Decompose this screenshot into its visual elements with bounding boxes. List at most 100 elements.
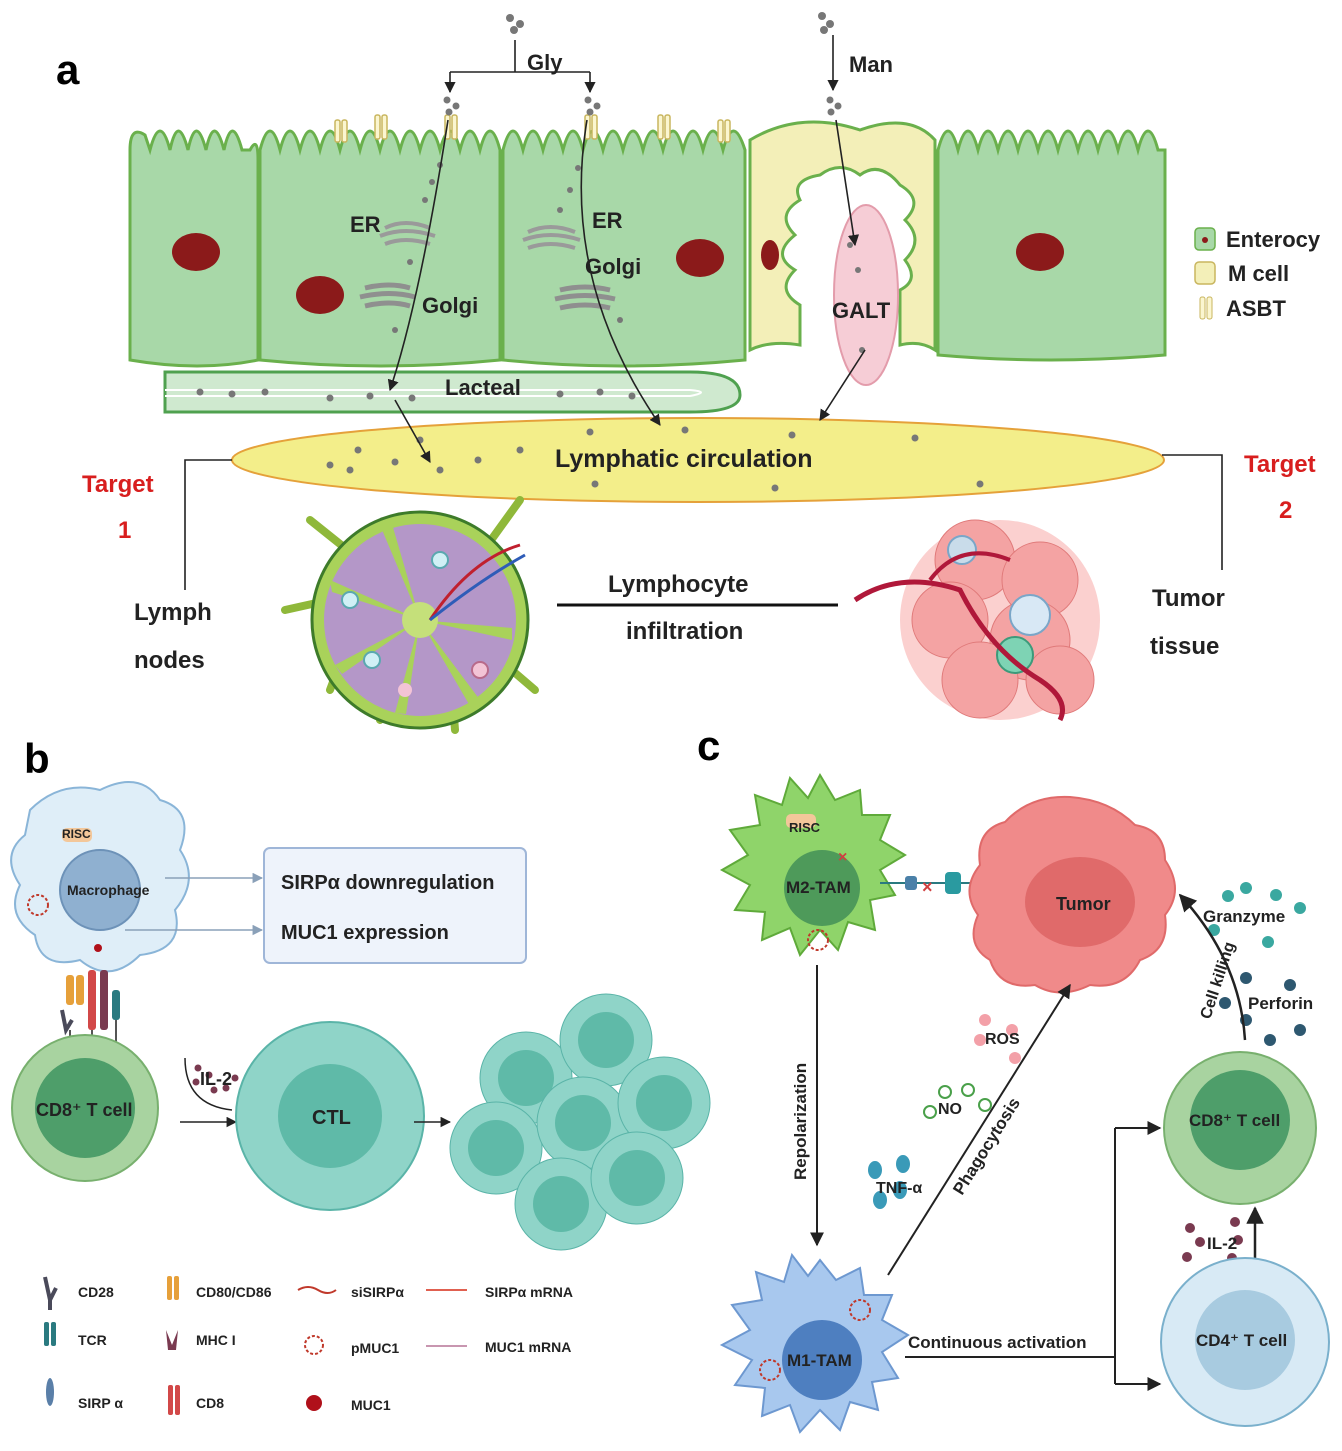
m1-tam-label: M1-TAM: [787, 1351, 852, 1370]
legend-muc1-mrna: MUC1 mRNA: [485, 1339, 571, 1355]
galt: [833, 204, 899, 386]
legend-muc1: MUC1: [351, 1397, 391, 1413]
man-label: Man: [849, 52, 893, 77]
cd4-t-cell-label: CD4⁺ T cell: [1196, 1331, 1287, 1350]
no-label: NO: [938, 1101, 962, 1118]
il2-label-c: IL-2: [1207, 1234, 1237, 1253]
ctl-label: CTL: [312, 1107, 351, 1129]
legend-m-cell: M cell: [1228, 261, 1289, 286]
risc-complex-c: [786, 814, 816, 828]
panel-c: c RISC M2-TAM × × Tumor Granzyme Pe: [697, 722, 1330, 1434]
er-label-right: ER: [592, 208, 623, 233]
cell-killing-arrow: [1178, 893, 1247, 1041]
m-cell: [748, 120, 937, 353]
ros-molecules: [974, 1014, 1021, 1064]
ctl-proliferation-cluster: [449, 993, 711, 1251]
il2-molecules-b: [192, 1064, 239, 1094]
legend-pmuc1: pMUC1: [351, 1340, 399, 1356]
target1-number: 1: [118, 517, 131, 544]
panel-a: a: [56, 12, 1321, 734]
er-right: [522, 225, 581, 250]
target1-label: Target: [82, 471, 154, 498]
nucleus-3: [676, 239, 724, 277]
svg-text:×: ×: [922, 877, 933, 897]
m2-tam-label: M2-TAM: [786, 878, 851, 897]
legend-sirpa-mrna: SIRPα mRNA: [485, 1284, 573, 1300]
macrophage-nucleus: [59, 849, 141, 931]
lymphatic-circulation-label: Lymphatic circulation: [555, 445, 812, 473]
galt-label: GALT: [832, 298, 891, 323]
risc-label-b: RISC: [62, 827, 91, 841]
panel-b-letter: b: [24, 735, 50, 782]
no-molecules: [923, 1083, 992, 1119]
cd8-t-cell-label-b: CD8⁺ T cell: [36, 1100, 133, 1120]
tnf-molecules: [868, 1155, 910, 1209]
macrophage-label: Macrophage: [67, 882, 150, 898]
phagocytosis-arrow: [887, 983, 1071, 1276]
muc1-dot-b: [94, 944, 102, 952]
nucleus-4: [1016, 233, 1064, 271]
repolarization-label: Repolarization: [791, 1063, 810, 1180]
receptor-pairs: [60, 970, 120, 1045]
enterocyte-cell-2: [258, 129, 502, 368]
muc1-expression-text: MUC1 expression: [281, 922, 449, 944]
legend-sisirpa: siSIRPα: [351, 1284, 404, 1300]
target2-label: Target: [1244, 451, 1316, 478]
risc-label-c: RISC: [789, 820, 821, 835]
golgi-label-left: Golgi: [422, 293, 478, 318]
legend-tcr: TCR: [78, 1332, 107, 1348]
il2-molecules-c: [1182, 1217, 1243, 1263]
tumor-label: Tumor: [1056, 894, 1111, 914]
gly-label: Gly: [527, 50, 563, 75]
panel-a-legend: Enterocy M cell ASBT: [1194, 227, 1321, 321]
er-label-left: ER: [350, 212, 381, 237]
nucleus-1: [172, 233, 220, 271]
asbt-transporters: [334, 114, 731, 143]
il2-label-b: IL-2: [200, 1069, 232, 1089]
panel-b-legend: CD28 CD80/CD86 siSIRPα SIRPα mRNA TCR MH…: [43, 1276, 573, 1415]
legend-cd28: CD28: [78, 1284, 114, 1300]
continuous-activation-label: Continuous activation: [908, 1333, 1087, 1352]
arrows-a: [184, 35, 1223, 590]
risc-complex-b: [62, 828, 92, 842]
nucleus-mcell: [761, 240, 779, 270]
pmuc1-plasmid-c: [807, 929, 829, 951]
lymph-nodes-line1: Lymph: [134, 599, 212, 626]
lymph-node-illustration: [281, 496, 539, 734]
golgi-right: [554, 284, 616, 311]
effect-box: [263, 847, 527, 964]
nucleus-2: [296, 276, 344, 314]
legend-asbt: ASBT: [1226, 296, 1286, 321]
ros-label: ROS: [985, 1031, 1020, 1048]
lacteal: [163, 370, 742, 414]
granzyme-label: Granzyme: [1203, 907, 1285, 926]
legend-cd8: CD8: [196, 1395, 224, 1411]
lymph-nodes-line2: nodes: [134, 647, 205, 674]
legend-sirp-alpha: SIRP α: [78, 1395, 123, 1411]
svg-text:×: ×: [838, 849, 847, 866]
lacteal-label: Lacteal: [445, 375, 521, 400]
lymphocyte-infiltration-line2: infiltration: [626, 618, 743, 645]
perforin-label: Perforin: [1248, 994, 1313, 1013]
tumor-tissue-line1: Tumor: [1152, 585, 1225, 612]
lymphocyte-infiltration-line1: Lymphocyte: [608, 571, 748, 598]
pmuc1-plasmid-b: [27, 894, 49, 916]
golgi-label-right: Golgi: [585, 254, 641, 279]
il2-curve-b: [184, 1057, 233, 1111]
pmuc1-in-m1: [759, 1359, 781, 1381]
panel-b: b RISC Macrophage SIRPα downregulation M…: [10, 735, 711, 1415]
panel-a-letter: a: [56, 46, 80, 93]
legend-mhc1: MHC I: [196, 1332, 236, 1348]
legend-enterocyte: Enterocy: [1226, 227, 1321, 252]
target2-number: 2: [1279, 497, 1292, 524]
cd8-t-cell-label-c: CD8⁺ T cell: [1189, 1111, 1280, 1130]
panel-c-letter: c: [697, 722, 720, 769]
sirpa-downregulation-text: SIRPα downregulation: [281, 872, 494, 894]
tnf-label: TNF-α: [876, 1180, 922, 1197]
tumor-tissue-illustration: [853, 519, 1100, 722]
granzyme-molecules: [1208, 882, 1306, 948]
legend-cd80-cd86: CD80/CD86: [196, 1284, 272, 1300]
pmuc1-in-m1-2: [849, 1299, 871, 1321]
tumor-tissue-line2: tissue: [1150, 633, 1219, 660]
